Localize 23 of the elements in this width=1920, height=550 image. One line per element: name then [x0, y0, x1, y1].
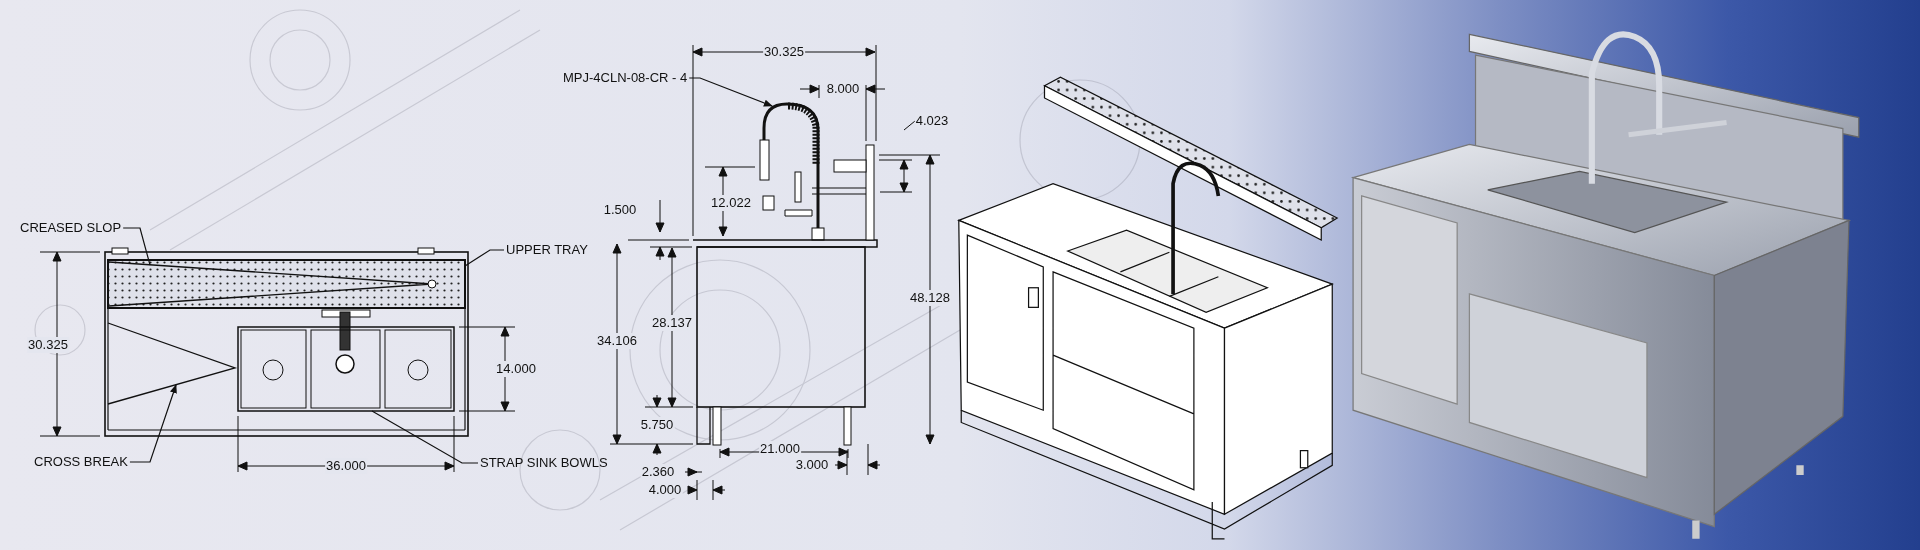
dimension-label: 2.360: [640, 464, 676, 480]
part-label: MPJ-4CLN-08-CR - 4: [563, 70, 688, 86]
dimension-label: 4.000: [647, 482, 683, 498]
crease-lines: [108, 261, 437, 307]
dimension-label: 30.325: [27, 337, 69, 353]
part-label: CREASED SLOP: [20, 220, 122, 236]
part-label: CROSS BREAK: [34, 454, 128, 470]
leader-line: [122, 227, 151, 266]
cross-break-lines: [107, 322, 238, 405]
leader-line: [371, 410, 479, 464]
leader-line: [129, 384, 177, 463]
dimension-label: 12.022: [710, 195, 752, 211]
part-label: UPPER TRAY: [506, 242, 588, 258]
leader-line: [464, 249, 505, 267]
faucet-drawing: [759, 102, 867, 241]
dimension-label: 28.137: [651, 315, 693, 331]
dimension-label: 34.106: [596, 333, 638, 349]
dimension-label: 48.128: [909, 290, 951, 306]
sink-bowls: [237, 326, 455, 412]
part-label: STRAP SINK BOWLS: [480, 455, 608, 471]
perforated-tray: [107, 259, 466, 309]
leader-line: [688, 77, 773, 107]
dimension-label: 14.000: [495, 361, 537, 377]
